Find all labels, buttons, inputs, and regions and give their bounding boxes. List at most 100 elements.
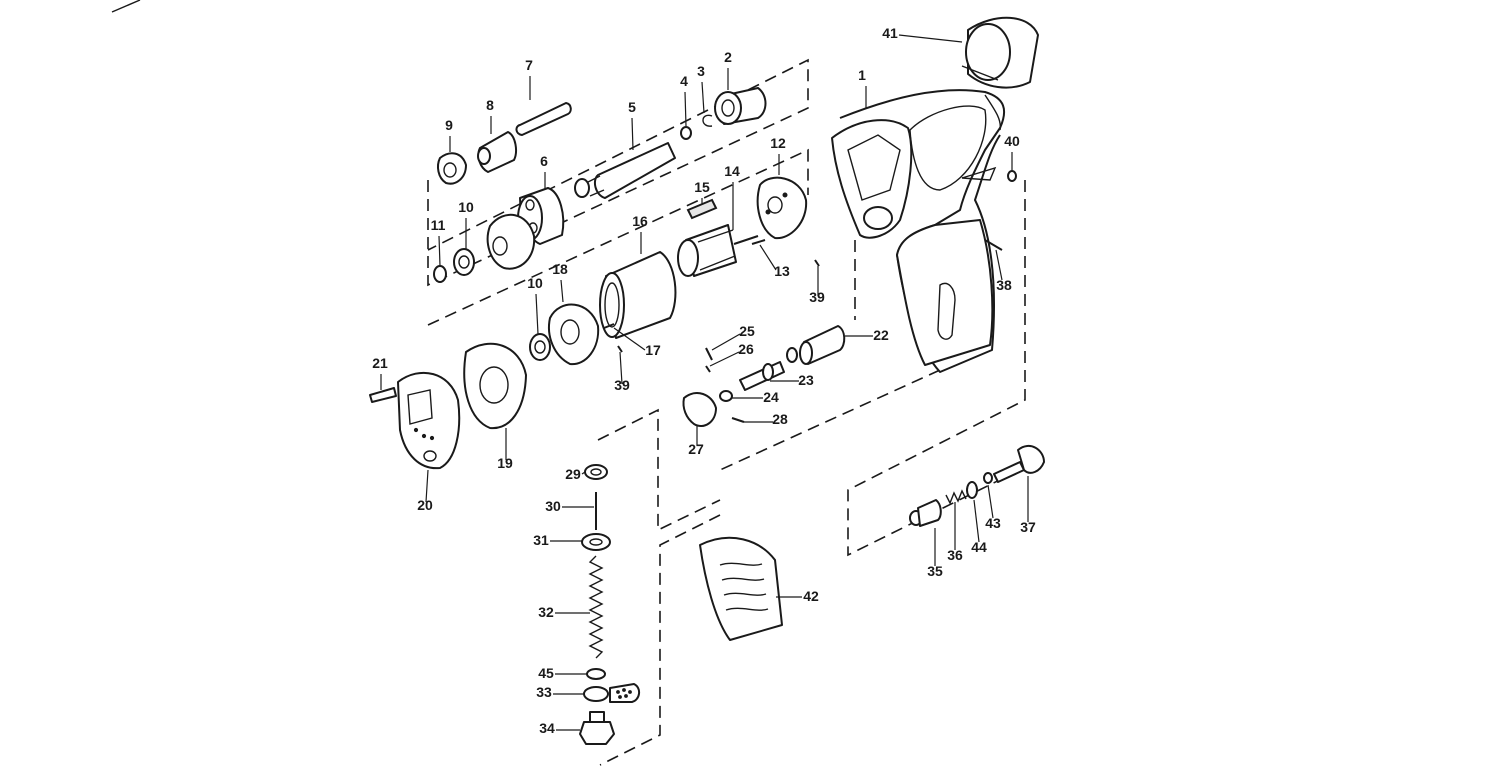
part-20-rear-cover xyxy=(397,371,461,470)
part-43-clip xyxy=(983,472,993,484)
part-label-7: 7 xyxy=(525,57,533,73)
part-18-rear-plate xyxy=(548,303,600,366)
part-label-2: 2 xyxy=(724,49,732,65)
reverse-link-line xyxy=(719,369,941,471)
part-34-inlet-fitting xyxy=(579,711,615,745)
part-label-6: 6 xyxy=(540,153,548,169)
part-24-ring xyxy=(719,390,733,402)
part-36-spring xyxy=(945,489,967,505)
part-37-trigger xyxy=(993,444,1045,483)
part-label-41: 41 xyxy=(882,25,898,41)
part-label-28: 28 xyxy=(772,411,788,427)
part-label-14: 14 xyxy=(724,163,740,179)
part-label-37: 37 xyxy=(1020,519,1036,535)
part-31-valve-seat xyxy=(581,533,611,551)
leader-line-41 xyxy=(898,34,963,43)
part-12-end-plate xyxy=(756,176,808,240)
part-label-15: 15 xyxy=(694,179,710,195)
part-label-12: 12 xyxy=(770,135,786,151)
part-label-30: 30 xyxy=(545,498,561,514)
part-label-31: 31 xyxy=(533,532,549,548)
leader-line-5 xyxy=(631,117,634,151)
leader-line-4 xyxy=(684,91,687,127)
part-32-spring xyxy=(588,555,604,659)
leader-line-20 xyxy=(425,469,429,503)
part-label-10: 10 xyxy=(527,275,543,291)
part-19-gasket xyxy=(463,342,527,430)
part-21-screw xyxy=(369,387,397,403)
front-assembly-outline xyxy=(427,58,809,287)
leader-line-44 xyxy=(973,499,980,543)
part-7-pin xyxy=(515,102,572,136)
leader-line-17 xyxy=(613,327,646,351)
motor-assembly-outline xyxy=(427,148,809,326)
part-39-pins xyxy=(617,259,820,353)
part-35-valve xyxy=(909,499,942,527)
part-8-hammer xyxy=(477,131,517,173)
part-44-o-ring xyxy=(966,481,978,499)
part-label-44: 44 xyxy=(971,539,987,555)
part-40-spring xyxy=(1007,170,1017,182)
part-45-o-ring xyxy=(586,668,606,680)
part-14-rotor xyxy=(677,224,759,277)
part-label-17: 17 xyxy=(645,342,661,358)
part-label-20: 20 xyxy=(417,497,433,513)
part-label-23: 23 xyxy=(798,372,814,388)
part-15-vane xyxy=(686,198,718,220)
leader-line-3 xyxy=(701,81,705,114)
part-number-labels: 1234567891011101213141516171839391920212… xyxy=(372,25,1036,736)
part-41-boot xyxy=(961,16,1039,89)
part-11-ring xyxy=(433,265,447,283)
leader-line-38 xyxy=(995,249,1003,281)
part-2-bushing xyxy=(714,87,767,125)
part-label-10: 10 xyxy=(458,199,474,215)
leader-line-25 xyxy=(711,333,741,351)
part-label-32: 32 xyxy=(538,604,554,620)
part-29-washer xyxy=(584,464,608,480)
leader-line-18 xyxy=(560,279,564,303)
part-label-21: 21 xyxy=(372,355,388,371)
part-label-1: 1 xyxy=(858,67,866,83)
part-label-3: 3 xyxy=(697,63,705,79)
part-label-29: 29 xyxy=(565,466,581,482)
part-label-43: 43 xyxy=(985,515,1001,531)
part-13-pin xyxy=(751,239,766,245)
part-label-45: 45 xyxy=(538,665,554,681)
inlet-upper-outline xyxy=(597,408,721,532)
part-1-housing xyxy=(831,89,1006,373)
part-label-25: 25 xyxy=(739,323,755,339)
part-label-36: 36 xyxy=(947,547,963,563)
leader-line-39 xyxy=(619,351,623,385)
part-label-40: 40 xyxy=(1004,133,1020,149)
leader-line-11 xyxy=(438,235,441,267)
leader-line-13 xyxy=(759,244,777,271)
part-23-valve-stem xyxy=(739,347,798,391)
part-label-24: 24 xyxy=(763,389,779,405)
part-9-cage xyxy=(437,152,467,185)
part-label-18: 18 xyxy=(552,261,568,277)
part-label-5: 5 xyxy=(628,99,636,115)
part-38-pin xyxy=(984,239,1003,251)
leader-line-43 xyxy=(987,484,994,519)
part-22-sleeve xyxy=(799,325,846,365)
part-label-39: 39 xyxy=(614,377,630,393)
leader-line-26 xyxy=(709,351,740,367)
part-label-8: 8 xyxy=(486,97,494,113)
part-25-26-springs xyxy=(705,347,713,373)
part-10-bearing-upper xyxy=(453,248,475,276)
part-27-reverse-knob xyxy=(682,392,717,427)
part-10-bearing-lower xyxy=(529,333,551,361)
part-label-22: 22 xyxy=(873,327,889,343)
part-label-39: 39 xyxy=(809,289,825,305)
part-label-38: 38 xyxy=(996,277,1012,293)
part-3-clip xyxy=(702,114,713,127)
part-4-washer xyxy=(680,126,692,140)
leader-line-10 xyxy=(535,293,539,335)
corner-mark xyxy=(111,0,141,13)
part-6b-plate xyxy=(486,213,536,270)
part-label-34: 34 xyxy=(539,720,555,736)
part-label-26: 26 xyxy=(738,341,754,357)
part-label-27: 27 xyxy=(688,441,704,457)
